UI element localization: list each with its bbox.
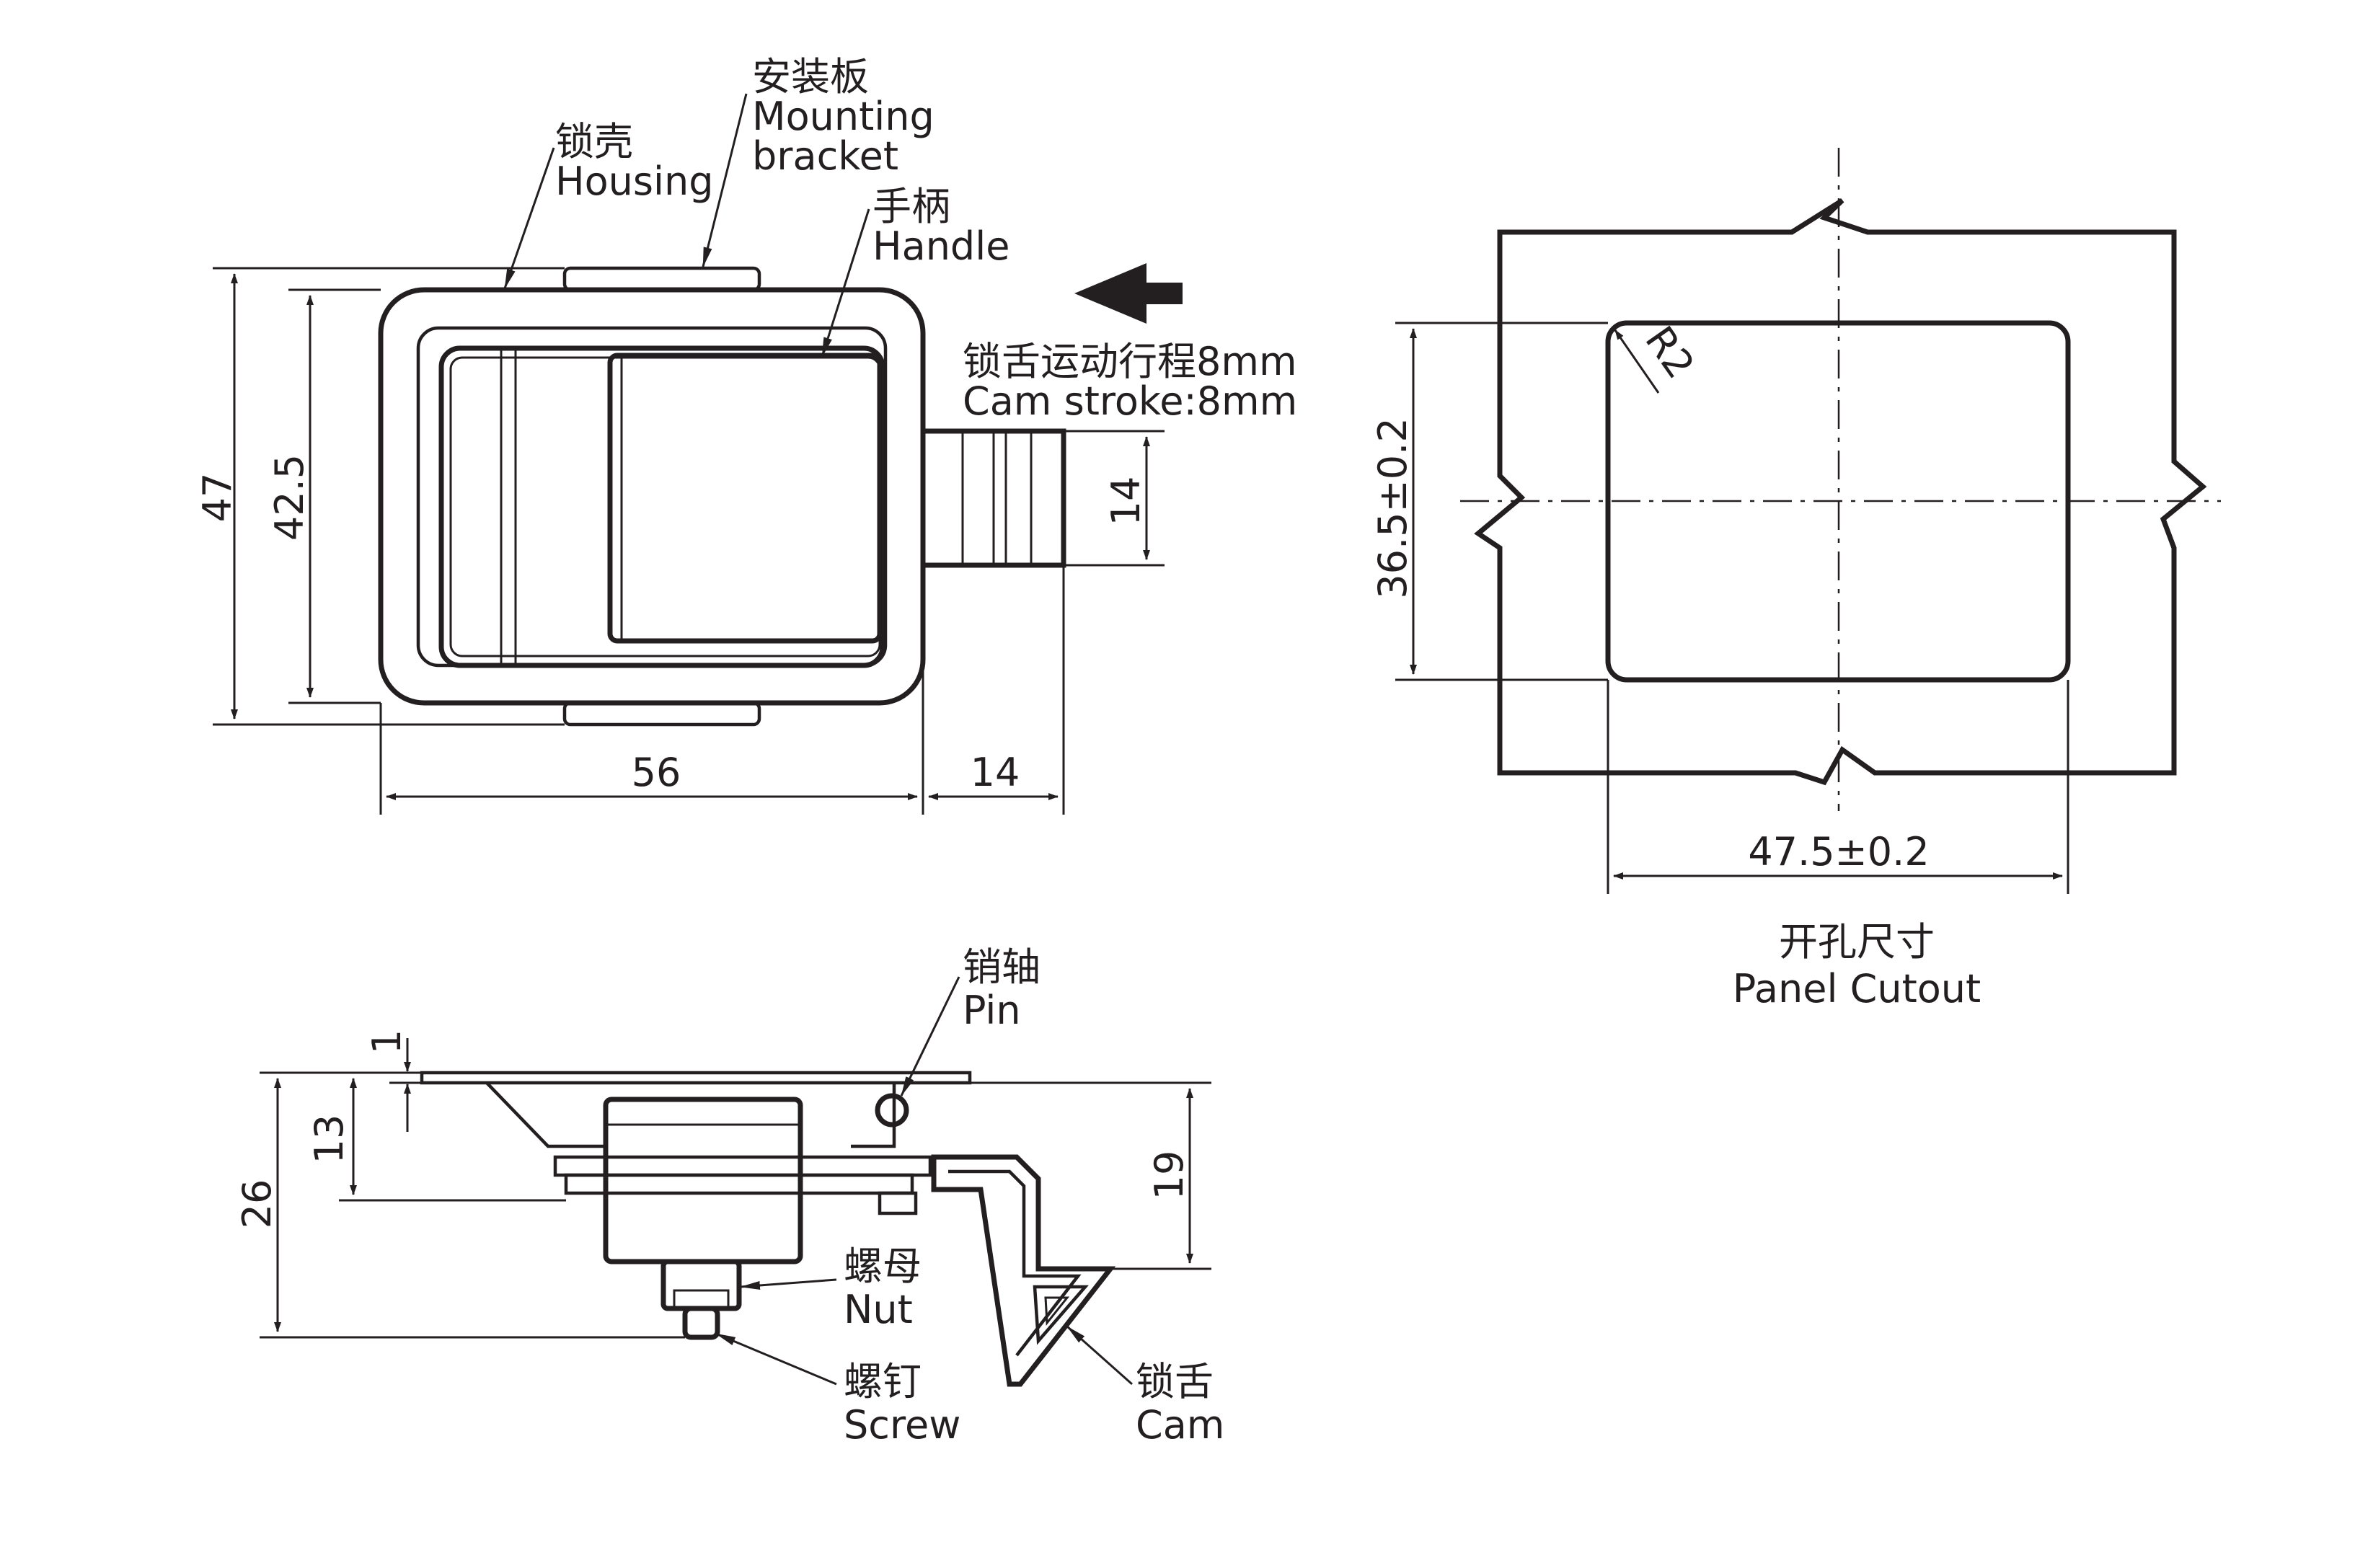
screw — [682, 1306, 720, 1340]
bracket-label-en-1: Mounting — [752, 94, 935, 139]
pin-label-cn: 销轴 — [963, 944, 1040, 990]
cutout-hole — [1605, 320, 2071, 683]
bracket-label-cn: 安装板 — [752, 54, 869, 99]
side-view: 1 13 26 19 销轴 Pin 螺母 Nut 螺钉 — [234, 944, 1224, 1448]
dim-26-text: 26 — [234, 1179, 280, 1229]
stroke-label-en: Cam stroke:8mm — [963, 378, 1297, 424]
mounting-bracket-bottom — [562, 701, 761, 727]
screw-label-en: Screw — [844, 1402, 960, 1448]
bracket-label-en-2: bracket — [752, 133, 898, 179]
dim-14-horizontal: 14 — [928, 565, 1065, 815]
dim-19: 19 — [970, 1081, 1211, 1270]
nut-leader — [740, 1278, 837, 1290]
dim-1-text: 1 — [364, 1029, 410, 1054]
side-flange — [420, 1071, 972, 1085]
handle — [607, 353, 883, 644]
housing-inner — [416, 326, 888, 668]
cam-label-cn: 锁舌 — [1136, 1359, 1214, 1404]
dim-14-h-text: 14 — [971, 750, 1020, 795]
dim-26: 26 — [234, 1071, 685, 1339]
arrow-left-icon — [1074, 263, 1183, 324]
handle-leader — [821, 208, 870, 358]
handle-label-cn: 手柄 — [872, 184, 950, 229]
dim-14-v-text: 14 — [1103, 477, 1149, 526]
dim-36-5: 36.5±0.2 — [1370, 322, 1608, 681]
dim-56: 56 — [379, 565, 924, 815]
dim-19-text: 19 — [1146, 1151, 1192, 1200]
nut-label-cn: 螺母 — [844, 1244, 922, 1289]
pin-leader — [900, 976, 960, 1097]
dim-47: 47 — [195, 267, 565, 726]
pin — [875, 1093, 909, 1128]
cam-side — [931, 1154, 1116, 1387]
housing-leader — [503, 147, 555, 289]
screw-label-cn: 螺钉 — [844, 1359, 922, 1404]
dim-13: 13 — [306, 1078, 566, 1202]
housing-label-cn: 锁壳 — [555, 119, 633, 164]
dim-36-5-text: 36.5±0.2 — [1370, 417, 1415, 598]
cam-leader — [1066, 1325, 1133, 1386]
dim-47-5-text: 47.5±0.2 — [1748, 829, 1929, 874]
dim-1: 1 — [364, 1029, 422, 1132]
screw-leader — [715, 1332, 837, 1386]
nut-label-en: Nut — [844, 1287, 913, 1332]
cutout-label-en: Panel Cutout — [1733, 966, 1981, 1011]
dim-13-text: 13 — [306, 1115, 352, 1164]
dim-47-text: 47 — [195, 473, 240, 523]
pin-label-en: Pin — [963, 988, 1021, 1033]
handle-recess — [438, 345, 885, 668]
dim-14-vertical: 14 — [1064, 430, 1165, 567]
bracket-leader — [702, 93, 748, 267]
housing-label-en: Housing — [555, 159, 714, 204]
dim-56-text: 56 — [632, 750, 681, 795]
cutout-label-cn: 开孔尺寸 — [1779, 919, 1935, 965]
dim-42-5: 42.5 — [267, 288, 381, 704]
dim-42-5-text: 42.5 — [267, 454, 312, 541]
mounting-bracket-top — [562, 266, 761, 292]
panel-cutout-view: R2 36.5±0.2 47.5±0.2 开孔尺寸 Panel Cutout — [1370, 148, 2221, 1011]
handle-label-en: Handle — [872, 223, 1009, 269]
front-view: 47 42.5 56 14 14 — [195, 54, 1297, 815]
cam-label-en: Cam — [1136, 1402, 1224, 1448]
stroke-label-cn: 锁舌运动行程8mm — [963, 339, 1297, 384]
dim-47-5: 47.5±0.2 — [1607, 680, 2069, 894]
panel-outline — [1474, 198, 2207, 786]
